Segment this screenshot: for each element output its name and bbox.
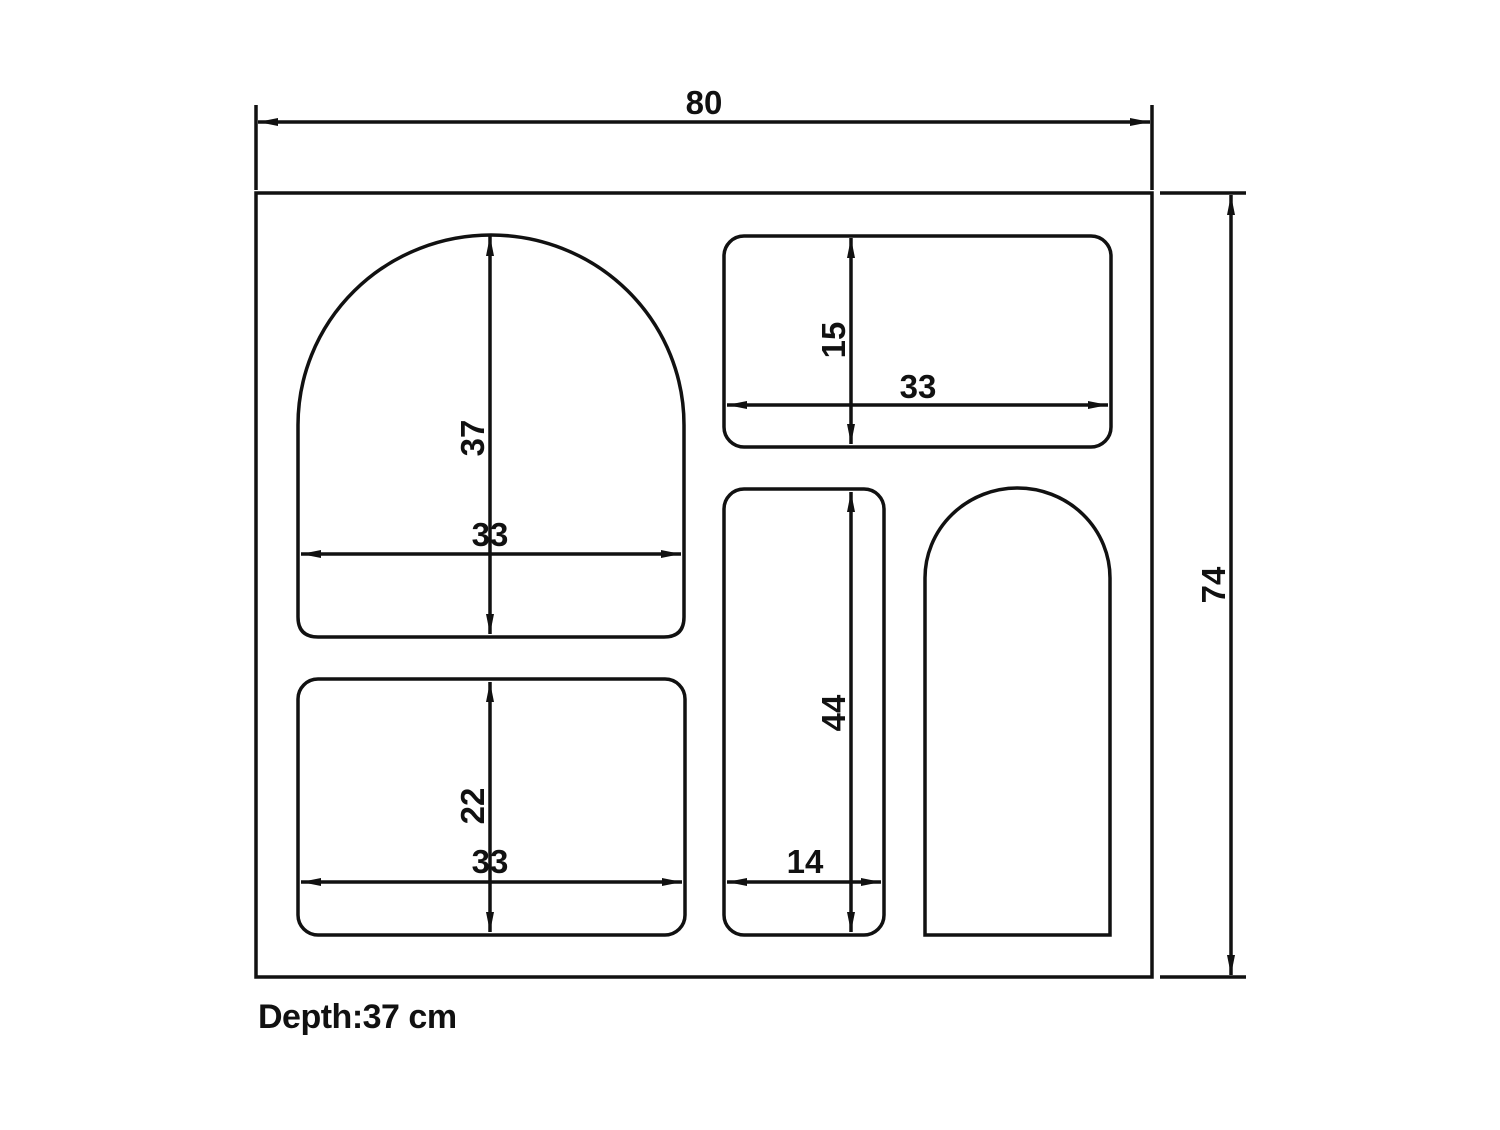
cabinet-outline xyxy=(254,191,1154,979)
arch-large-width-label: 33 xyxy=(472,516,509,553)
compartment-arch-large xyxy=(296,233,686,639)
arch-large-height-label: 37 xyxy=(454,420,491,457)
overall-width-label: 80 xyxy=(686,84,723,121)
bottom-left-height-label: 22 xyxy=(454,788,491,825)
top-right-height-label: 15 xyxy=(815,322,852,359)
compartment-top-right xyxy=(722,234,1113,449)
bottom-left-width-label: 33 xyxy=(472,843,509,880)
compartment-arch-small xyxy=(923,486,1112,937)
compartment-tall-middle xyxy=(722,487,886,937)
tall-middle-height-label: 44 xyxy=(815,694,852,731)
overall-height-label: 74 xyxy=(1195,566,1232,603)
tall-middle-width-label: 14 xyxy=(787,843,824,880)
top-right-width-label: 33 xyxy=(900,368,937,405)
compartment-bottom-left xyxy=(296,677,687,937)
depth-note: Depth:37 cm xyxy=(258,998,457,1036)
